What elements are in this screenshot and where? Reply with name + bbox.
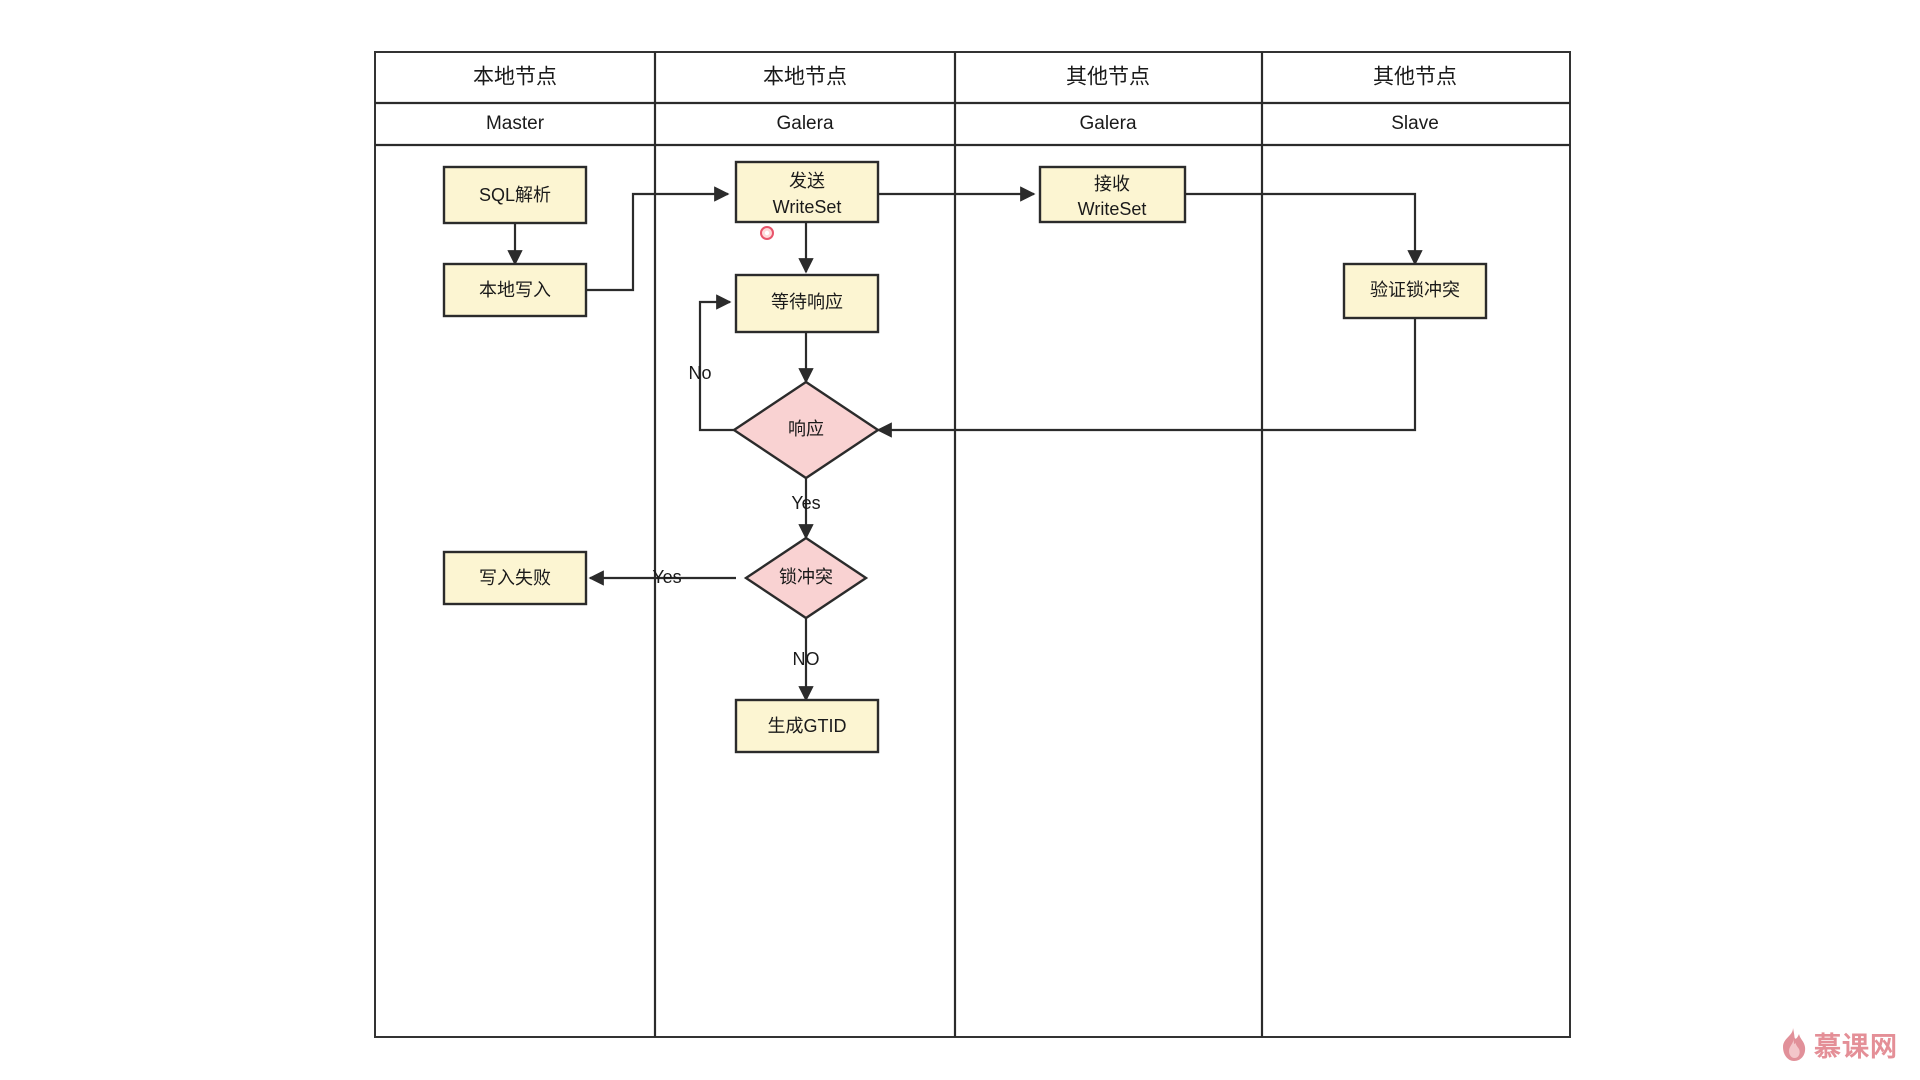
node-response[interactable]: 响应 — [731, 380, 881, 480]
lane-subtitle-galera-other: Galera — [1079, 113, 1136, 134]
node-recv-writeset[interactable]: 接收 WriteSet — [1038, 165, 1187, 224]
edge-label-no-conflict: NO — [793, 649, 820, 669]
lane-subtitle-galera-local: Galera — [776, 113, 833, 134]
node-recv-writeset-label-line1: 接收 — [1094, 174, 1130, 194]
node-sql-parse[interactable]: SQL解析 — [442, 165, 588, 225]
node-local-write-label: 本地写入 — [479, 280, 551, 300]
node-write-fail-shape[interactable] — [442, 550, 588, 606]
node-sql-parse-label: SQL解析 — [479, 185, 551, 205]
node-write-fail-label: 写入失败 — [479, 568, 551, 588]
node-gen-gtid[interactable]: 生成GTID — [734, 698, 880, 754]
lane-title-slave: 其他节点 — [1373, 66, 1457, 89]
edge-labels: No Yes Yes NO — [652, 363, 820, 669]
node-send-writeset[interactable]: 发送 WriteSet — [734, 160, 880, 224]
lane-title-galera-local: 本地节点 — [763, 66, 847, 89]
red-dot-annotation[interactable] — [760, 226, 774, 240]
node-send-writeset-label-line2: WriteSet — [773, 197, 842, 217]
node-send-writeset-label-line1: 发送 — [789, 171, 825, 191]
lane-subtitle-master: Master — [486, 113, 545, 134]
node-lock-conflict[interactable]: 锁冲突 — [743, 536, 869, 620]
lane-title-galera-other: 其他节点 — [1066, 66, 1150, 89]
node-local-write-shape[interactable] — [442, 262, 588, 318]
node-recv-writeset-label-line2: WriteSet — [1078, 199, 1147, 219]
edge-label-no-loop: No — [688, 363, 711, 383]
node-recv-writeset-shape[interactable] — [1038, 165, 1187, 224]
node-gen-gtid-label: 生成GTID — [768, 716, 847, 736]
node-local-write[interactable]: 本地写入 — [442, 262, 588, 318]
flow-edges — [507, 186, 1423, 702]
watermark: 慕课网 — [1774, 1025, 1898, 1064]
lane-headers: 本地节点 Master 本地节点 Galera 其他节点 Galera 其他节点… — [473, 66, 1457, 134]
node-lock-conflict-label: 锁冲突 — [779, 567, 833, 587]
edge-recv-writeset-to-verify-lock — [1185, 192, 1423, 266]
lane-subtitle-slave: Slave — [1391, 113, 1439, 134]
watermark-text: 慕课网 — [1814, 1032, 1898, 1063]
node-verify-lock-shape[interactable] — [1342, 262, 1488, 320]
flame-icon — [1783, 1027, 1806, 1061]
node-wait-response-shape[interactable] — [734, 273, 880, 334]
node-sql-parse-shape[interactable] — [442, 165, 588, 225]
node-wait-response-label: 等待响应 — [771, 292, 843, 312]
node-send-writeset-shape[interactable] — [734, 160, 880, 224]
red-dot-annotation-inner — [764, 230, 770, 236]
edge-verify-lock-to-response — [876, 318, 1417, 438]
node-write-fail[interactable]: 写入失败 — [442, 550, 588, 606]
node-gen-gtid-shape[interactable] — [734, 698, 880, 754]
node-response-shape[interactable] — [731, 380, 881, 480]
node-lock-conflict-shape[interactable] — [743, 536, 869, 620]
edge-local-write-to-send-writeset — [577, 186, 730, 292]
edge-label-yes-conflict: Yes — [652, 567, 681, 587]
lane-title-master: 本地节点 — [473, 66, 557, 89]
node-response-label: 响应 — [788, 419, 824, 439]
edge-response-no-loop — [698, 294, 736, 432]
node-verify-lock-label: 验证锁冲突 — [1370, 280, 1460, 300]
node-wait-response[interactable]: 等待响应 — [734, 273, 880, 334]
node-verify-lock[interactable]: 验证锁冲突 — [1342, 262, 1488, 320]
edge-label-yes-response: Yes — [791, 493, 820, 513]
